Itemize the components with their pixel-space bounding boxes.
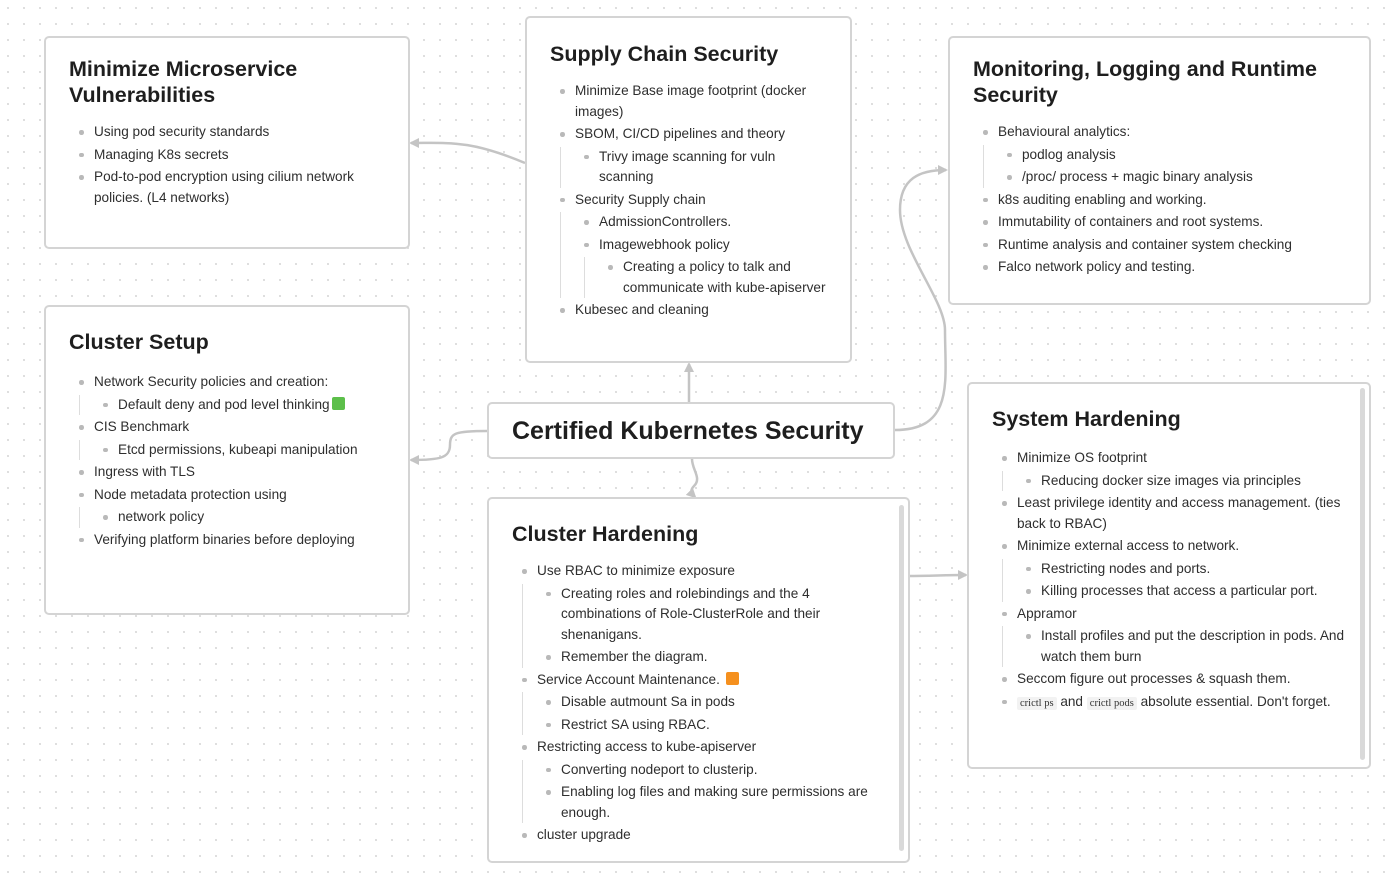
node-title: Supply Chain Security (550, 42, 779, 66)
list-item: Network Security policies and creation: … (71, 372, 386, 415)
edge-to-system-hardening (907, 570, 968, 581)
list-item: Use RBAC to minimize exposure Creating r… (514, 561, 886, 668)
list-item: Minimize Base image footprint (docker im… (552, 81, 828, 122)
list-item: Enabling log files and making sure permi… (538, 782, 886, 823)
list-item-label: Node metadata protection using (94, 486, 287, 502)
list-item-label: Minimize external access to network. (1017, 538, 1240, 553)
list-item-label: SBOM, CI/CD pipelines and theory (575, 126, 786, 141)
node-title: System Hardening (992, 407, 1181, 431)
list-item: k8s auditing enabling and working. (975, 190, 1347, 211)
node-cluster-setup[interactable]: Cluster Setup Network Security policies … (44, 305, 410, 615)
inline-code: crictl pods (1086, 696, 1137, 710)
node-title: Monitoring, Logging and Runtime Security (973, 57, 1317, 107)
list-item: Minimize external access to network. Res… (994, 536, 1347, 602)
list-item: Kubesec and cleaning (552, 300, 828, 321)
list-item: Ingress with TLS (71, 462, 386, 483)
list-item: Killing processes that access a particul… (1018, 581, 1347, 602)
list-item: Restricting nodes and ports. (1018, 559, 1347, 580)
list-item: Runtime analysis and container system ch… (975, 235, 1347, 256)
list-item: cluster upgrade (514, 825, 886, 846)
list-item: Creating roles and rolebindings and the … (538, 584, 886, 646)
list-item: Trivy image scanning for vuln scanning (576, 147, 828, 188)
list-item-label: Minimize OS footprint (1017, 450, 1147, 465)
list-item: Creating a policy to talk and communicat… (600, 257, 828, 298)
list-item: /proc/ process + magic binary analysis (999, 167, 1347, 188)
edge-to-monitoring (894, 165, 948, 432)
list-item-label: Imagewebhook policy (599, 236, 730, 252)
edge-to-cluster-setup (409, 429, 488, 465)
list-item: Converting nodeport to clusterip. (538, 760, 886, 781)
list-item-label: Use RBAC to minimize exposure (537, 563, 735, 578)
node-title: Cluster Setup (69, 330, 209, 354)
list-item-label: Network Security policies and creation: (94, 374, 329, 389)
list-item: Service Account Maintenance. Disable aut… (514, 670, 886, 736)
node-cluster-hardening[interactable]: Cluster Hardening Use RBAC to minimize e… (487, 497, 910, 863)
list-item: Pod-to-pod encryption using cilium netwo… (71, 167, 386, 208)
list-item: AdmissionControllers. (576, 212, 828, 233)
list-item-label: Service Account Maintenance. (537, 671, 720, 687)
scrollbar[interactable] (899, 505, 904, 851)
list-item: Disable autmount Sa in pods (538, 692, 886, 713)
root-node-certified-kubernetes-security[interactable]: Certified Kubernetes Security (487, 402, 895, 459)
list-item: Using pod security standards (71, 122, 386, 143)
list-item: Remember the diagram. (538, 647, 886, 668)
list-item-text: absolute essential. Don't forget. (1140, 693, 1331, 709)
list-item: CIS Benchmark Etcd permissions, kubeapi … (71, 417, 386, 460)
orange-square-icon (725, 671, 739, 685)
list-item: network policy (95, 507, 386, 528)
list-item: Falco network policy and testing. (975, 257, 1347, 278)
list-item-label: Default deny and pod level thinking (118, 396, 330, 412)
list-item: Verifying platform binaries before deplo… (71, 530, 386, 551)
list-item: Appramor Install profiles and put the de… (994, 604, 1347, 667)
node-microservice-vulnerabilities[interactable]: Minimize Microservice Vulnerabilities Us… (44, 36, 410, 249)
list-item: Minimize OS footprint Reducing docker si… (994, 448, 1347, 491)
list-item: Restrict SA using RBAC. (538, 715, 886, 736)
list-item: Seccom figure out processes & squash the… (994, 669, 1347, 690)
list-item-label: Appramor (1017, 605, 1077, 621)
list-item: podlog analysis (999, 145, 1347, 166)
list-item: Security Supply chain AdmissionControlle… (552, 190, 828, 298)
green-square-icon (331, 396, 345, 410)
list-item: Node metadata protection using network p… (71, 485, 386, 528)
list-item: Behavioural analytics: podlog analysis /… (975, 122, 1347, 188)
node-system-hardening[interactable]: System Hardening Minimize OS footprint R… (967, 382, 1371, 769)
list-item: Least privilege identity and access mana… (994, 493, 1347, 534)
node-monitoring-logging-runtime[interactable]: Monitoring, Logging and Runtime Security… (948, 36, 1371, 305)
inline-code: crictl ps (1017, 696, 1057, 710)
list-item-label: CIS Benchmark (94, 419, 190, 434)
root-title: Certified Kubernetes Security (512, 417, 864, 445)
list-item: Etcd permissions, kubeapi manipulation (95, 440, 386, 461)
node-title: Minimize Microservice Vulnerabilities (69, 57, 298, 107)
list-item: Install profiles and put the description… (1018, 626, 1347, 667)
list-item: Default deny and pod level thinking (95, 395, 386, 416)
edge-to-cluster-hardening (685, 458, 699, 499)
list-item-label: Behavioural analytics: (998, 124, 1131, 139)
list-item: SBOM, CI/CD pipelines and theory Trivy i… (552, 124, 828, 188)
list-item: Restricting access to kube-apiserver Con… (514, 737, 886, 823)
node-title: Cluster Hardening (512, 522, 699, 546)
list-item-text: and (1060, 693, 1083, 709)
list-item: crictl ps and crictl pods absolute essen… (994, 692, 1347, 715)
node-supply-chain-security[interactable]: Supply Chain Security Minimize Base imag… (525, 16, 852, 363)
list-item: Immutability of containers and root syst… (975, 212, 1347, 233)
edge-to-microservice (409, 137, 526, 165)
list-item: Reducing docker size images via principl… (1018, 471, 1347, 492)
list-item: Managing K8s secrets (71, 145, 386, 166)
list-item-label: Restricting access to kube-apiserver (537, 739, 757, 754)
list-item-label: Security Supply chain (575, 191, 706, 207)
list-item: Imagewebhook policy Creating a policy to… (576, 235, 828, 298)
scrollbar[interactable] (1360, 388, 1365, 760)
